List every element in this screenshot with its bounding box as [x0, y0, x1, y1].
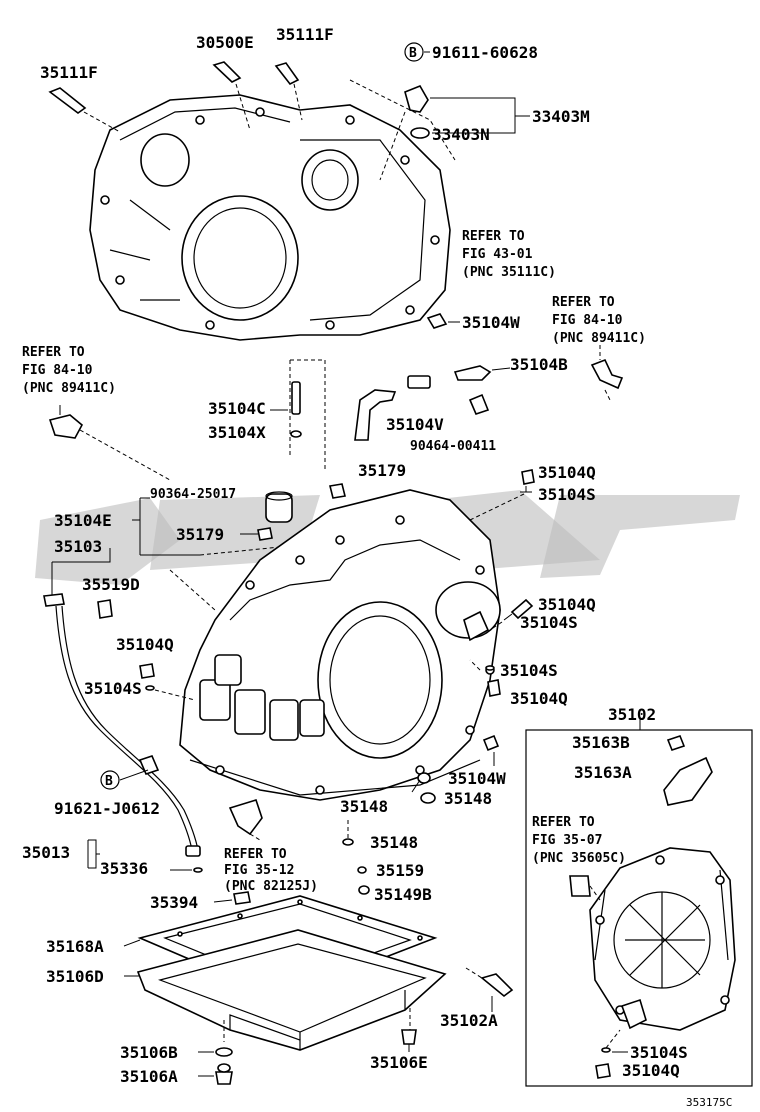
- b-circle-icon: [404, 42, 424, 62]
- label-33403m: 33403M: [532, 107, 590, 126]
- plug-35148-stack: [342, 772, 436, 895]
- pipe-35104c: [270, 381, 302, 438]
- extension-housing-35102: [569, 847, 736, 1031]
- label-circle-b-bottom: B: [105, 774, 113, 789]
- transaxle-case-lower: [169, 489, 501, 801]
- diagram-code: 353175C: [686, 1096, 732, 1109]
- plug-35104w-mid: [482, 734, 500, 766]
- bolt-35104q-right-low: [469, 659, 501, 697]
- label-circle-b-top: B: [409, 46, 417, 61]
- sensor-33403m: [349, 79, 530, 181]
- inset-box-35102: [525, 718, 753, 1087]
- label-35104q-a: 35104Q: [538, 463, 596, 482]
- drain-plug-35106a: [215, 1063, 233, 1085]
- label-35394: 35394: [150, 893, 198, 912]
- label-35104s-c: 35104S: [84, 679, 142, 698]
- label-90364-25017: 90364-25017: [150, 487, 236, 502]
- label-35104v: 35104V: [386, 415, 444, 434]
- label-35104w-mid: 35104W: [448, 769, 506, 788]
- label-35104q-c: 35104Q: [116, 635, 174, 654]
- dipstick-35103: [43, 548, 201, 857]
- bolt-35104q-left: [139, 663, 196, 701]
- label-91621-j0612: 91621-J0612: [54, 799, 160, 818]
- label-35104q-b: 35104Q: [538, 595, 596, 614]
- note-refer-43-01: REFER TO FIG 43-01 (PNC 35111C): [462, 229, 556, 280]
- label-35102: 35102: [608, 705, 656, 724]
- label-35104s-a: 35104S: [538, 485, 596, 504]
- label-35013: 35013: [22, 843, 70, 862]
- label-35336: 35336: [100, 859, 148, 878]
- clip-82125j: [228, 799, 263, 841]
- label-35179-mid: 35179: [176, 525, 224, 544]
- label-33403n: 33403N: [432, 125, 490, 144]
- bolt-35102a: [465, 967, 514, 1012]
- plate-35163a: [663, 735, 713, 806]
- label-35111f-top: 35111F: [276, 25, 334, 44]
- oil-pan-35106d: [136, 929, 447, 1051]
- label-35163b: 35163B: [572, 733, 630, 752]
- label-35106b: 35106B: [120, 1043, 178, 1062]
- label-35103: 35103: [54, 537, 102, 556]
- bolt-35104q-inset: [595, 1029, 621, 1079]
- bolt-35111f-top: [274, 62, 303, 121]
- filter-35179: [240, 483, 346, 541]
- label-35104c: 35104C: [208, 399, 266, 418]
- bolt-35104q-top-right: [469, 469, 535, 521]
- bracket-35104e: [132, 497, 301, 556]
- label-35163a: 35163A: [574, 763, 632, 782]
- label-35149b: 35149B: [374, 885, 432, 904]
- label-35106d: 35106D: [46, 967, 104, 986]
- label-35148-b: 35148: [444, 789, 492, 808]
- part-35394: [233, 891, 251, 905]
- label-35104b: 35104B: [510, 355, 568, 374]
- label-35519d: 35519D: [82, 575, 140, 594]
- label-35106e: 35106E: [370, 1053, 428, 1072]
- label-35168a: 35168A: [46, 937, 104, 956]
- note-refer-84-10-right: REFER TO FIG 84-10 (PNC 89411C): [552, 295, 646, 346]
- label-35104q-d: 35104Q: [510, 689, 568, 708]
- note-refer-35-12: REFER TO FIG 35-12 (PNC 82125J): [224, 847, 318, 894]
- label-35111f-left: 35111F: [40, 63, 98, 82]
- label-90464-00411: 90464-00411: [410, 439, 496, 454]
- label-30500e: 30500E: [196, 33, 254, 52]
- bolt-35106e: [401, 1029, 417, 1052]
- label-35104x: 35104X: [208, 423, 266, 442]
- hose-35104v: [289, 359, 490, 470]
- label-35104s-d: 35104S: [500, 661, 558, 680]
- sensor-left-84-10: [48, 405, 171, 481]
- label-35148-c: 35148: [370, 833, 418, 852]
- note-refer-84-10-left: REFER TO FIG 84-10 (PNC 89411C): [22, 345, 116, 396]
- label-35148-a: 35148: [340, 797, 388, 816]
- b-circle-icon-2: [100, 770, 120, 790]
- label-35179-top: 35179: [358, 461, 406, 480]
- valve-body: [199, 654, 325, 741]
- label-35104w-top: 35104W: [462, 313, 520, 332]
- label-35104q-e: 35104Q: [622, 1061, 680, 1080]
- drain-plug-35106b: [215, 1047, 233, 1057]
- label-35104s-e: 35104S: [630, 1043, 688, 1062]
- bolt-30500e: [212, 61, 251, 131]
- hose-35104b: [407, 365, 511, 389]
- label-35159: 35159: [376, 861, 424, 880]
- label-35104s-b: 35104S: [520, 613, 578, 632]
- sensor-right-84-10: [590, 345, 624, 401]
- bolt-35111f-left: [48, 87, 121, 133]
- label-91611-60628: 91611-60628: [432, 43, 538, 62]
- label-35102a: 35102A: [440, 1011, 498, 1030]
- part-labels: 30500E 35111F 35111F B 91611-60628 33403…: [22, 25, 732, 1109]
- label-35104e: 35104E: [54, 511, 112, 530]
- transaxle-housing-upper: [89, 94, 451, 341]
- bracket-35013: [87, 839, 203, 873]
- note-refer-35-07: REFER TO FIG 35-07 (PNC 35605C): [532, 815, 626, 866]
- label-35106a: 35106A: [120, 1067, 178, 1086]
- plug-35104w-top: [426, 313, 460, 329]
- bolt-35104q-mid-right: [489, 598, 534, 631]
